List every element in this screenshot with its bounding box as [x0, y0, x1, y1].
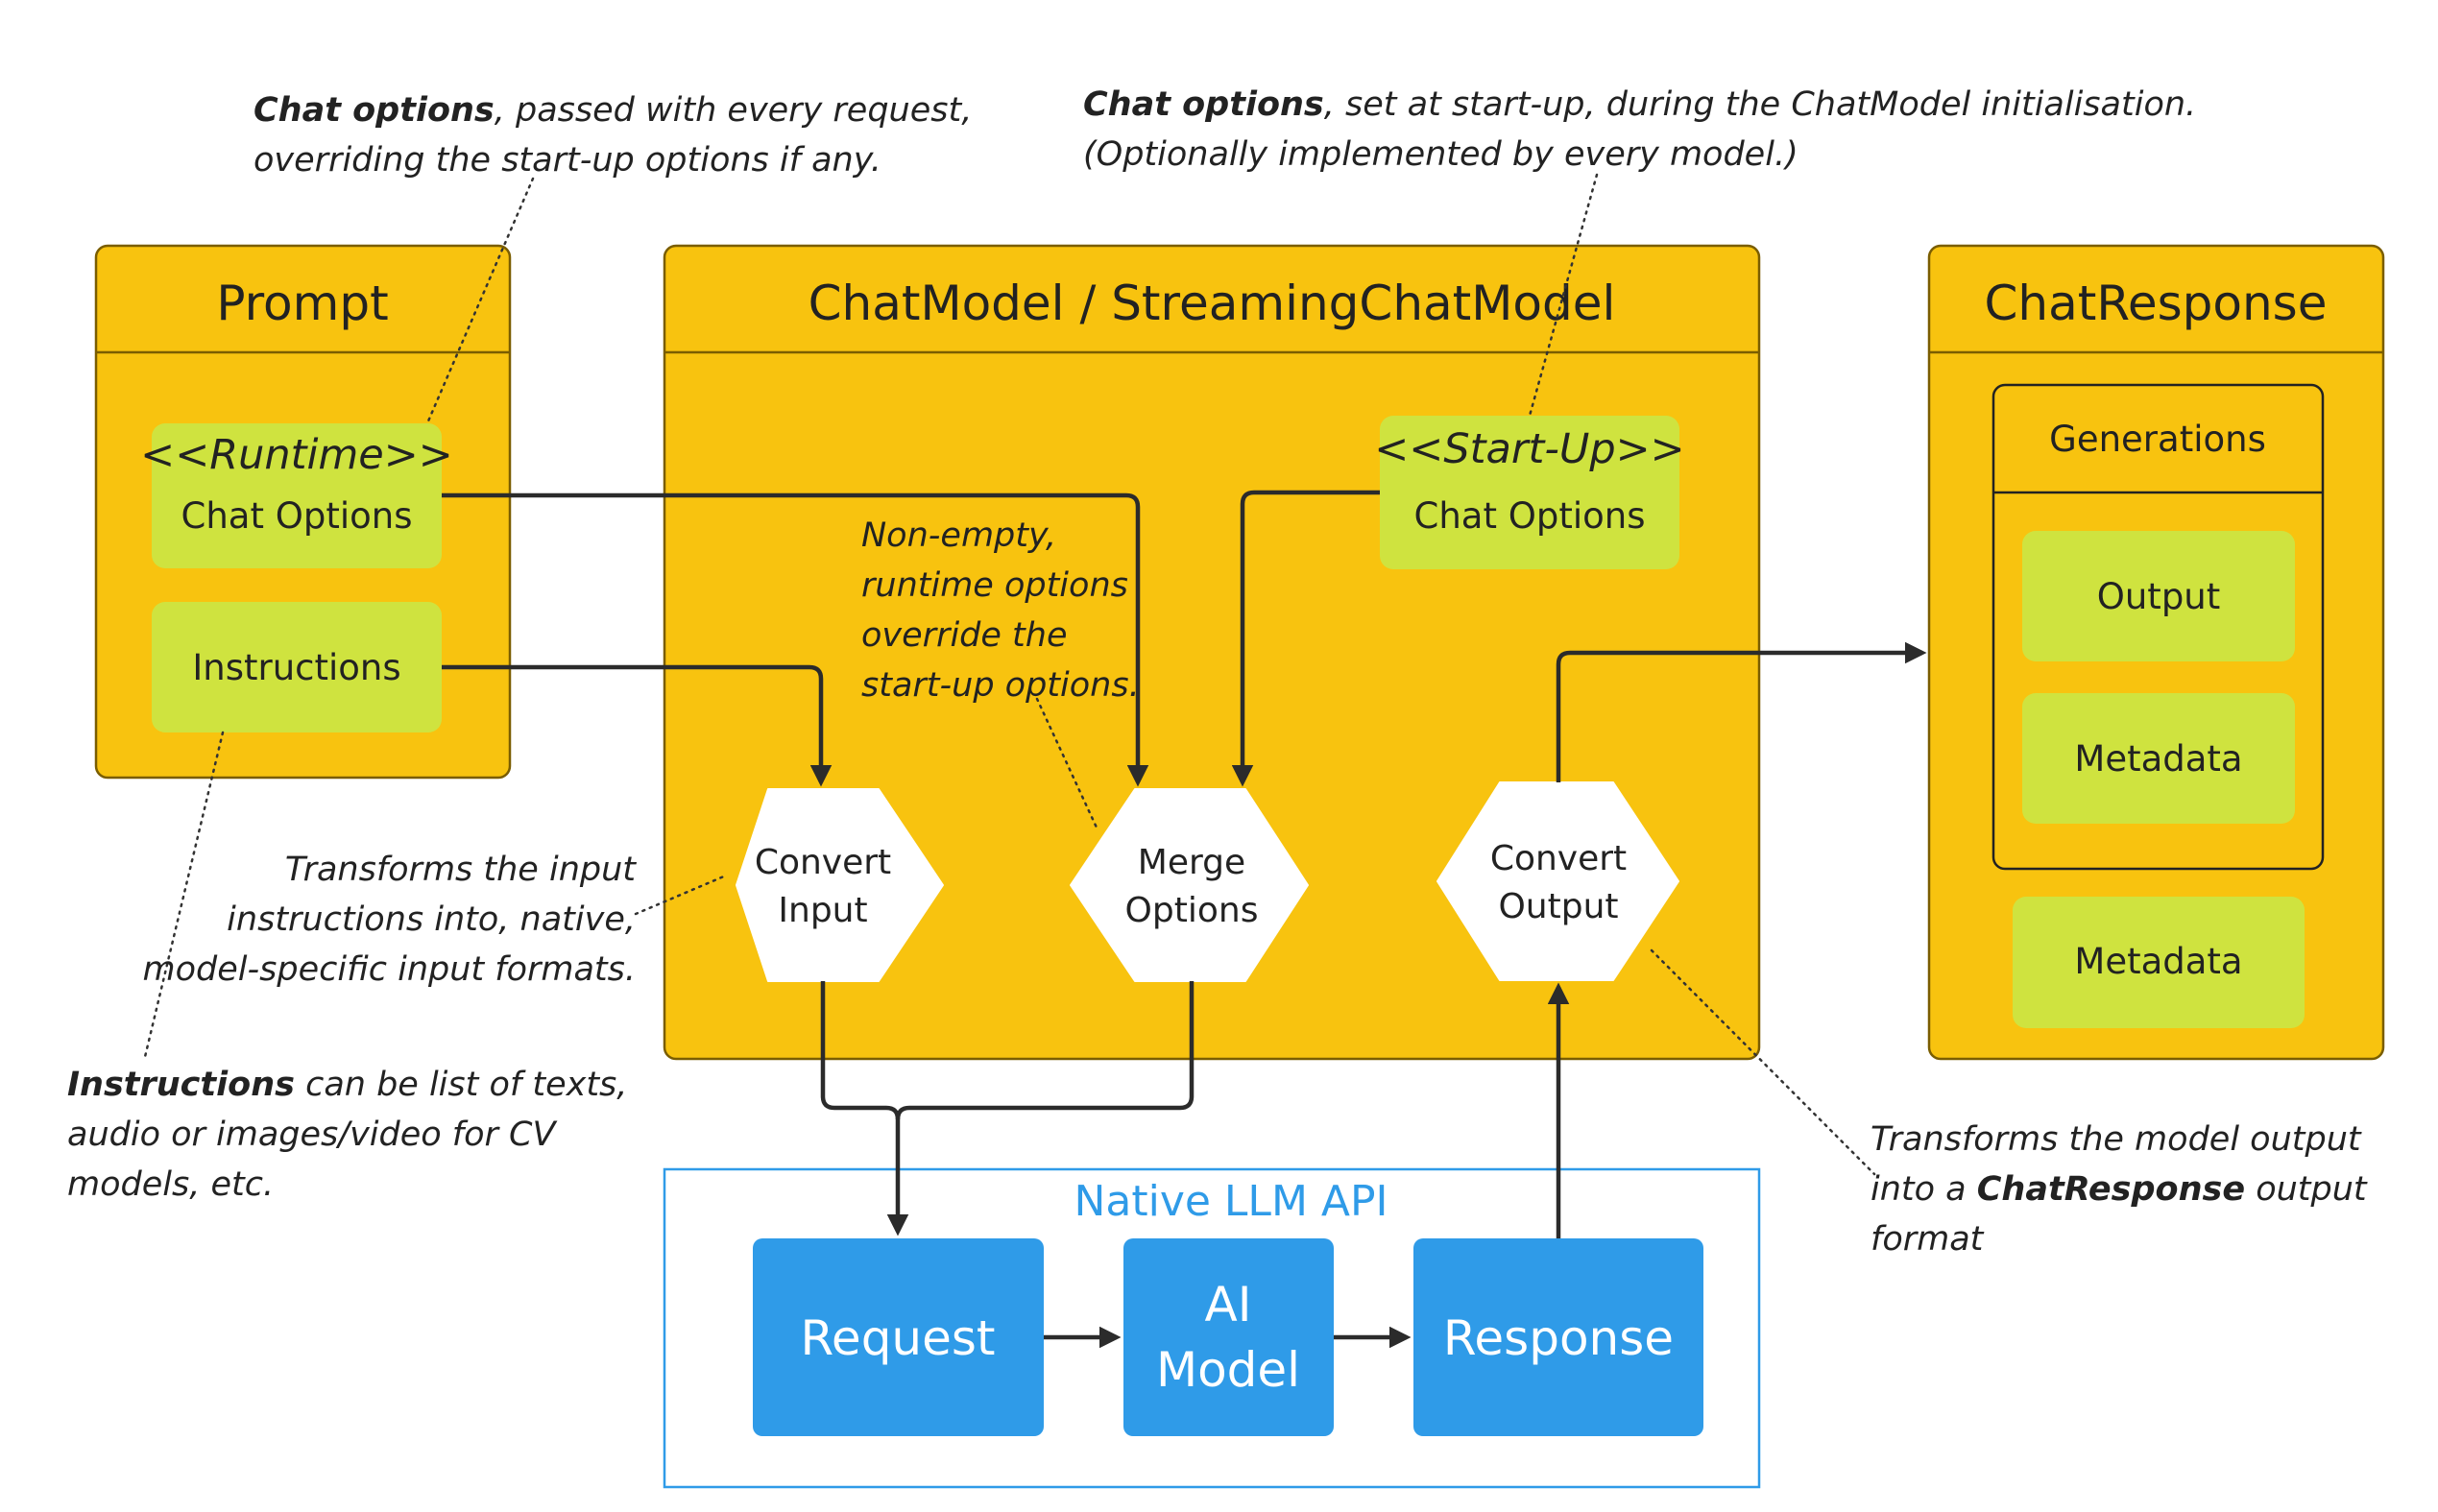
startup-stereotype: <<Start-Up>> [1374, 425, 1684, 473]
response-metadata-label: Metadata [2074, 941, 2242, 982]
convert-input-line1: Convert [755, 843, 891, 882]
runtime-to-merge-connector [442, 492, 1149, 787]
response-block[interactable]: Response [1413, 1238, 1703, 1436]
native-llm-api-container: Native LLM API Request AI Model Response [663, 1167, 1761, 1489]
connectors [442, 490, 1927, 1349]
convert-output-note-line2-bold: ChatResponse [1977, 1170, 2245, 1209]
convert-input-line2: Input [778, 891, 867, 930]
convert-input-hexagon[interactable]: Convert Input [736, 788, 944, 982]
runtime-chat-options-label: Chat Options [181, 495, 413, 537]
generations-title: Generations [2049, 419, 2266, 460]
instructions-note: Instructions can be list of texts, audio… [67, 1066, 627, 1204]
merge-note-leader [1035, 697, 1098, 829]
startup-note-bold: Chat options [1083, 85, 1324, 124]
request-label: Request [800, 1310, 995, 1366]
runtime-note-leader [425, 177, 535, 425]
merge-note-line4: start-up options. [861, 666, 1140, 705]
convert-output-note: Transforms the model output into a ChatR… [1871, 1120, 2368, 1259]
ai-model-block[interactable]: AI Model [1123, 1238, 1334, 1436]
startup-chat-options-label: Chat Options [1414, 495, 1646, 537]
runtime-note-line2: overriding the start-up options if any. [253, 141, 881, 180]
convert-input-note-line2: instructions into, native, [227, 900, 636, 939]
merge-note-line1: Non-empty, [861, 516, 1056, 555]
convert-output-line1: Convert [1490, 839, 1627, 878]
generation-metadata-label: Metadata [2074, 738, 2242, 780]
runtime-stereotype: <<Runtime>> [140, 431, 453, 479]
convert-output-to-chat-response-connector [1556, 641, 1927, 782]
instructions-label: Instructions [192, 647, 400, 688]
prompt-title: Prompt [216, 276, 388, 331]
response-label: Response [1443, 1310, 1674, 1366]
chat-model-title: ChatModel / StreamingChatModel [809, 276, 1616, 331]
chat-response-container: ChatResponse Generations Output Metadata… [1927, 244, 2385, 1061]
runtime-note-bold: Chat options [253, 91, 495, 130]
note-leaders [142, 173, 1876, 1176]
ai-model-line1: AI [1205, 1277, 1252, 1332]
convert-output-note-line2-suffix: output [2245, 1170, 2368, 1209]
runtime-options-note: Chat options, passed with every request,… [253, 91, 972, 180]
merge-options-line1: Merge [1138, 843, 1245, 882]
ai-model-line2: Model [1156, 1342, 1300, 1398]
convert-output-hexagon[interactable]: Convert Output [1436, 781, 1679, 981]
convert-input-note: Transforms the input instructions into, … [143, 851, 638, 989]
convert-output-line2: Output [1498, 887, 1618, 926]
prompt-container: Prompt <<Runtime>> Chat Options Instruct… [94, 244, 512, 780]
startup-note-line2: (Optionally implemented by every model.) [1083, 135, 1798, 174]
convert-output-note-line3: format [1871, 1220, 1985, 1259]
convert-input-note-line3: model-specific input formats. [143, 950, 636, 989]
startup-options-note: Chat options, set at start-up, during th… [1083, 85, 2196, 174]
instructions-note-line3: models, etc. [67, 1165, 274, 1204]
merge-note: Non-empty, runtime options override the … [861, 516, 1140, 705]
merge-options-line2: Options [1125, 891, 1259, 930]
merge-note-line2: runtime options [861, 566, 1128, 605]
merge-options-to-request-connector [895, 981, 1195, 1120]
convert-input-note-leader [634, 874, 728, 916]
instructions-note-line2: audio or images/video for CV [67, 1116, 557, 1154]
startup-chat-options-box[interactable]: <<Start-Up>> Chat Options [1374, 416, 1685, 569]
chat-response-title: ChatResponse [1985, 276, 2328, 331]
instructions-to-convert-input-connector [442, 664, 833, 787]
chat-model-container: ChatModel / StreamingChatModel <<Start-U… [663, 244, 1761, 1061]
convert-output-note-line2-prefix: into a [1871, 1170, 1977, 1209]
instructions-note-bold: Instructions [67, 1066, 295, 1104]
native-llm-api-title: Native LLM API [1074, 1177, 1388, 1226]
output-box[interactable]: Output [2022, 531, 2295, 661]
instructions-box[interactable]: Instructions [152, 602, 442, 732]
merge-note-line3: override the [861, 616, 1067, 655]
runtime-chat-options-box[interactable]: <<Runtime>> Chat Options [140, 423, 453, 568]
response-metadata-box[interactable]: Metadata [2013, 897, 2305, 1028]
svg-text:into a ChatResponse output: into a ChatResponse output [1871, 1170, 2368, 1209]
svg-text:Chat options, set at start-up,: Chat options, set at start-up, during th… [1083, 85, 2196, 124]
convert-output-note-leader [1650, 948, 1876, 1176]
convert-output-note-line1: Transforms the model output [1871, 1120, 2362, 1159]
request-block[interactable]: Request [753, 1238, 1044, 1436]
startup-to-merge-connector [1231, 490, 1380, 787]
startup-note-leader [1528, 173, 1599, 418]
convert-input-note-line1: Transforms the input [285, 851, 637, 889]
generations-box[interactable]: Generations Output Metadata [1991, 383, 2325, 871]
svg-text:Instructions can be list of te: Instructions can be list of texts, [67, 1066, 627, 1104]
svg-text:Chat options, passed with ever: Chat options, passed with every request, [253, 91, 972, 130]
instructions-note-leader [142, 731, 225, 1063]
generation-metadata-box[interactable]: Metadata [2022, 693, 2295, 824]
instructions-note-line1: can be list of texts, [295, 1066, 627, 1104]
merge-options-hexagon[interactable]: Merge Options [1070, 788, 1309, 982]
runtime-note-line1: , passed with every request, [495, 91, 973, 130]
output-label: Output [2097, 576, 2221, 617]
startup-note-line1: , set at start-up, during the ChatModel … [1324, 85, 2196, 124]
